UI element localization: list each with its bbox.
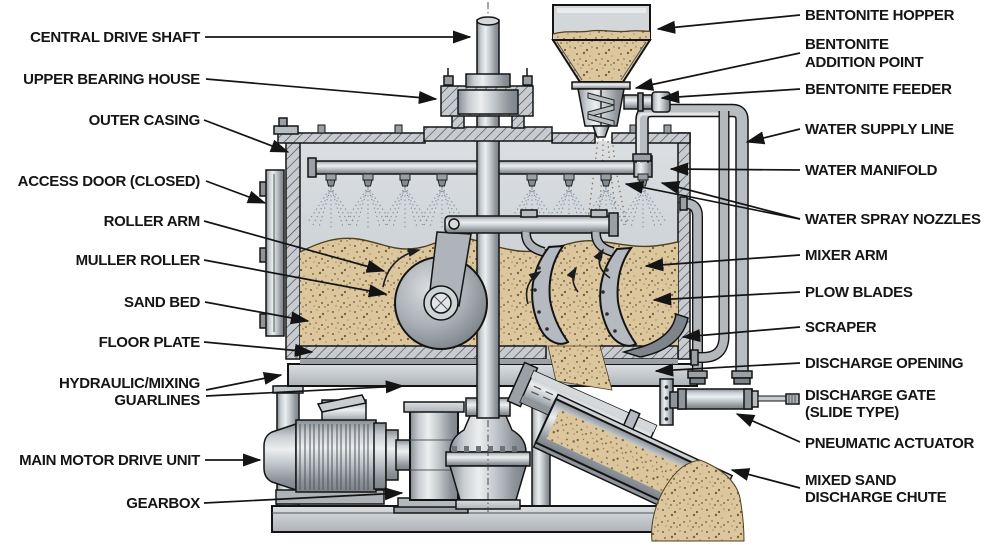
leader-pneumatic-actuator (735, 413, 801, 443)
leader-guarlines-2 (205, 380, 405, 397)
leader-guarlines-1 (205, 371, 283, 391)
label-access-door: ACCESS DOOR (CLOSED) (18, 173, 201, 190)
water-supply-line (632, 103, 753, 385)
plow-blades (520, 231, 638, 347)
label-water-manifold: WATER MANIFOLD (805, 162, 938, 179)
label-bentonite-feeder: BENTONITE FEEDER (805, 81, 952, 98)
bentonite-hopper (551, 4, 652, 83)
part-labels: CENTRAL DRIVE SHAFT UPPER BEARING HOUSE … (18, 7, 982, 512)
leader-spray-nozzles-1 (624, 180, 801, 220)
label-central-drive-shaft: CENTRAL DRIVE SHAFT (30, 29, 200, 46)
leader-bentonite-feeder (660, 88, 801, 104)
leader-discharge-opening (654, 362, 801, 377)
label-mixer-arm: MIXER ARM (805, 247, 888, 264)
bentonite-feeder (571, 81, 671, 138)
label-discharge-gate-line1: DISCHARGE GATE (805, 387, 936, 404)
leader-spray-nozzles-2 (660, 181, 801, 220)
leader-water-manifold (669, 162, 801, 176)
label-mixed-sand-line2: DISCHARGE CHUTE (805, 489, 947, 506)
label-bentonite-addition-line2: ADDITION POINT (805, 54, 923, 71)
sand-flow-arrows (382, 248, 611, 305)
label-hydraulic-mixing-line1: HYDRAULIC/MIXING (59, 375, 200, 392)
label-bentonite-hopper: BENTONITE HOPPER (805, 7, 955, 24)
leader-lines (203, 14, 801, 504)
leader-floor-plate (203, 341, 314, 357)
label-plow-blades: PLOW BLADES (805, 284, 913, 301)
label-bentonite-addition-line1: BENTONITE (805, 36, 889, 53)
label-pneumatic-actuator: PNEUMATIC ACTUATOR (805, 435, 975, 452)
label-mixed-sand-line1: MIXED SAND (805, 472, 897, 489)
leader-scraper (681, 326, 801, 343)
label-muller-roller: MULLER ROLLER (76, 252, 201, 269)
leader-plow-blades (652, 291, 801, 306)
leader-mixer-arm (644, 254, 801, 272)
leader-access-door (205, 180, 267, 204)
gearbox (393, 401, 469, 514)
leader-mixed-sand-chute (730, 468, 801, 489)
label-sand-bed: SAND BED (124, 294, 200, 311)
label-roller-arm: ROLLER ARM (104, 213, 200, 230)
access-door (259, 169, 285, 337)
main-motor-drive-unit (263, 394, 413, 505)
leader-bentonite-addition-point (634, 52, 801, 91)
leader-gearbox (203, 487, 404, 504)
label-discharge-gate-line2: (SLIDE TYPE) (805, 404, 899, 421)
leader-outer-casing (203, 119, 290, 153)
label-upper-bearing-house: UPPER BEARING HOUSE (23, 71, 200, 88)
discharge-opening-stream (547, 345, 613, 391)
leader-roller-arm (203, 220, 386, 273)
label-discharge-opening: DISCHARGE OPENING (805, 355, 963, 372)
sand-pour (651, 459, 745, 542)
leader-upper-bearing-house (205, 78, 438, 105)
mixer-arm (520, 209, 619, 237)
label-water-supply-line: WATER SUPPLY LINE (805, 121, 954, 138)
label-hydraulic-mixing-line2: GUARLINES (114, 392, 200, 409)
leader-muller-roller (203, 259, 388, 298)
label-gearbox: GEARBOX (126, 495, 200, 512)
upper-bearing-house (423, 68, 553, 142)
leader-bentonite-hopper (656, 14, 801, 34)
leader-sand-bed (204, 301, 310, 325)
label-scraper: SCRAPER (805, 319, 877, 336)
label-water-spray-nozzles: WATER SPRAY NOZZLES (805, 211, 981, 228)
label-main-motor: MAIN MOTOR DRIVE UNIT (19, 452, 200, 469)
label-outer-casing: OUTER CASING (89, 112, 200, 129)
roller-arm (423, 215, 618, 321)
pneumatic-actuator (659, 378, 800, 426)
leader-water-supply-line (745, 128, 801, 145)
label-floor-plate: FLOOR PLATE (99, 334, 201, 351)
